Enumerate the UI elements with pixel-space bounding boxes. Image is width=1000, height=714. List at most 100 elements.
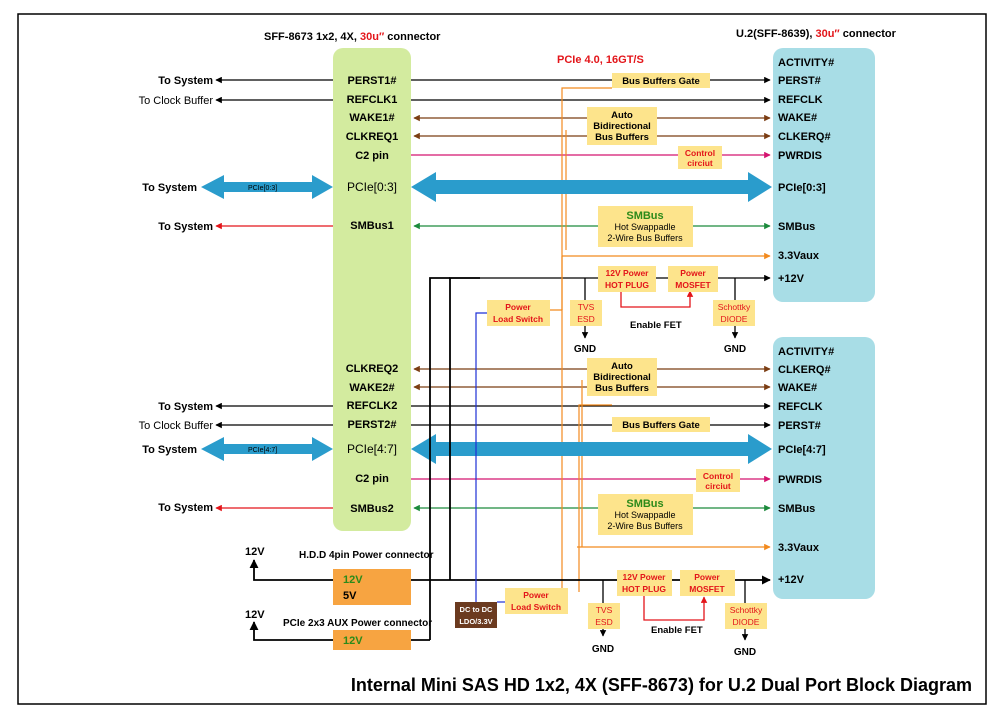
pin-pcie47: PCIe[4:7] (347, 442, 397, 456)
pin-clkreq2: CLKREQ2 (346, 363, 399, 375)
svg-text:Schottky: Schottky (730, 605, 763, 615)
svg-text:Bus Buffers Gate: Bus Buffers Gate (622, 420, 700, 431)
svg-text:12V Power: 12V Power (606, 268, 650, 278)
svg-text:MOSFET: MOSFET (689, 584, 725, 594)
to-system-smbus1: To System (158, 221, 213, 233)
svg-text:ESD: ESD (577, 314, 594, 324)
svg-text:DIODE: DIODE (721, 314, 748, 324)
p2-3v3aux: 3.3Vaux (778, 542, 820, 554)
hdd-connector-label: H.D.D 4pin Power connector (299, 550, 434, 561)
to-system-refclk2: To System (158, 401, 213, 413)
hot-plug-2: 12V Power HOT PLUG (617, 570, 672, 596)
u2-port2-connector (773, 337, 875, 599)
tvs-esd-2: TVS ESD (588, 603, 620, 629)
svg-text:Schottky: Schottky (718, 302, 751, 312)
svg-text:TVS: TVS (596, 605, 613, 615)
pin-c2-a: C2 pin (355, 150, 389, 162)
pin-pcie03: PCIe[0:3] (347, 180, 397, 194)
p1-activity: ACTIVITY# (778, 57, 834, 69)
schottky-diode-1: Schottky DIODE (713, 300, 755, 326)
p1-wake: WAKE# (778, 112, 817, 124)
rail-12v-label-1: 12V (245, 546, 265, 558)
p2-smbus: SMBus (778, 503, 815, 515)
schottky-diode-2: Schottky DIODE (725, 603, 767, 629)
svg-text:Power: Power (523, 590, 549, 600)
svg-text:SMBus: SMBus (626, 210, 663, 222)
p1-clkreq: CLKERQ# (778, 131, 831, 143)
aux-connector-label: PCIe 2x3 AUX Power connector (283, 618, 432, 629)
svg-text:Auto: Auto (611, 361, 633, 372)
pcie-spec-label: PCIe 4.0, 16GT/S (557, 54, 644, 66)
pcie-bus-arrows (201, 172, 772, 464)
gnd-2b: GND (734, 647, 756, 658)
svg-text:Control: Control (685, 148, 715, 158)
control-circuit-1: Control circiut (678, 146, 722, 169)
svg-text:HOT PLUG: HOT PLUG (605, 280, 649, 290)
smbus-buffer-2: SMBus Hot Swappadle 2-Wire Bus Buffers (598, 494, 693, 535)
svg-text:HOT PLUG: HOT PLUG (622, 584, 666, 594)
svg-text:12V: 12V (343, 635, 363, 647)
aux-power-connector: 12V (333, 630, 411, 650)
svg-text:5V: 5V (343, 590, 357, 602)
p2-perst: PERST# (778, 420, 821, 432)
p1-12v: +12V (778, 273, 805, 285)
enable-fet-1: Enable FET (630, 320, 682, 331)
right-connector-title: U.2(SFF-8639), 30u″ connector (736, 28, 897, 40)
p2-pcie: PCIe[4:7] (778, 444, 826, 456)
bus-buffers-gate-2: Bus Buffers Gate (612, 417, 710, 432)
u2-port1-connector (773, 48, 875, 302)
svg-text:circiut: circiut (705, 481, 731, 491)
power-mosfet-2: Power MOSFET (680, 570, 735, 596)
svg-text:Power: Power (680, 268, 706, 278)
gnd-2a: GND (592, 644, 614, 655)
rail-12v-label-2: 12V (245, 609, 265, 621)
pin-c2-b: C2 pin (355, 473, 389, 485)
p1-perst: PERST# (778, 75, 821, 87)
p1-3v3aux: 3.3Vaux (778, 250, 820, 262)
pin-clkreq1: CLKREQ1 (346, 131, 399, 143)
pcie03-system-arrow (201, 175, 333, 199)
hdd-power-connector: 12V 5V (333, 569, 411, 605)
pin-refclk1: REFCLK1 (347, 94, 398, 106)
power-load-switch-2: Power Load Switch (505, 588, 568, 614)
pcie03-small-label: PCIe[0:3] (248, 185, 277, 192)
pin-smbus2: SMBus2 (350, 503, 393, 515)
pin-perst2: PERST2# (348, 419, 397, 431)
svg-text:Hot Swappadle: Hot Swappadle (614, 222, 675, 232)
p2-activity: ACTIVITY# (778, 346, 834, 358)
p1-refclk: REFCLK (778, 94, 823, 106)
p2-12v: +12V (778, 574, 805, 586)
svg-text:DIODE: DIODE (733, 617, 760, 627)
gnd-1a: GND (574, 344, 596, 355)
svg-text:12V: 12V (343, 574, 363, 586)
pin-wake1: WAKE1# (349, 112, 394, 124)
pin-perst1: PERST1# (348, 75, 397, 87)
to-clock-buffer-2: To Clock Buffer (139, 420, 214, 432)
svg-text:DC to DC: DC to DC (460, 605, 493, 614)
svg-text:MOSFET: MOSFET (675, 280, 711, 290)
svg-text:LDO/3.3V: LDO/3.3V (459, 617, 492, 626)
svg-text:Control: Control (703, 471, 733, 481)
p2-pwrdis: PWRDIS (778, 474, 822, 486)
bus-buffers-gate-1: Bus Buffers Gate (612, 73, 710, 88)
svg-text:2-Wire Bus Buffers: 2-Wire Bus Buffers (607, 233, 683, 243)
pin-wake2: WAKE2# (349, 382, 394, 394)
dc-dc-converter: DC to DC LDO/3.3V (455, 602, 497, 628)
p2-refclk: REFCLK (778, 401, 823, 413)
p2-clkreq: CLKERQ# (778, 364, 831, 376)
hdd-power-wires (249, 559, 333, 641)
to-system-pcie03: To System (142, 182, 197, 194)
control-circuit-2: Control circiut (696, 469, 740, 492)
port1-system-arrows (215, 76, 333, 230)
to-system-pcie47: To System (142, 444, 197, 456)
svg-text:12V Power: 12V Power (623, 572, 667, 582)
svg-text:SMBus: SMBus (626, 498, 663, 510)
p2-wake: WAKE# (778, 382, 817, 394)
svg-text:Bidirectional: Bidirectional (593, 121, 651, 132)
pcie47-bus-arrow (411, 434, 772, 464)
left-connector-title: SFF-8673 1x2, 4X, 30u″ connector (264, 31, 441, 43)
svg-text:circiut: circiut (687, 158, 713, 168)
svg-text:Bus Buffers: Bus Buffers (595, 383, 649, 394)
p1-pcie: PCIe[0:3] (778, 182, 826, 194)
diagram-title: Internal Mini SAS HD 1x2, 4X (SFF-8673) … (351, 675, 972, 695)
